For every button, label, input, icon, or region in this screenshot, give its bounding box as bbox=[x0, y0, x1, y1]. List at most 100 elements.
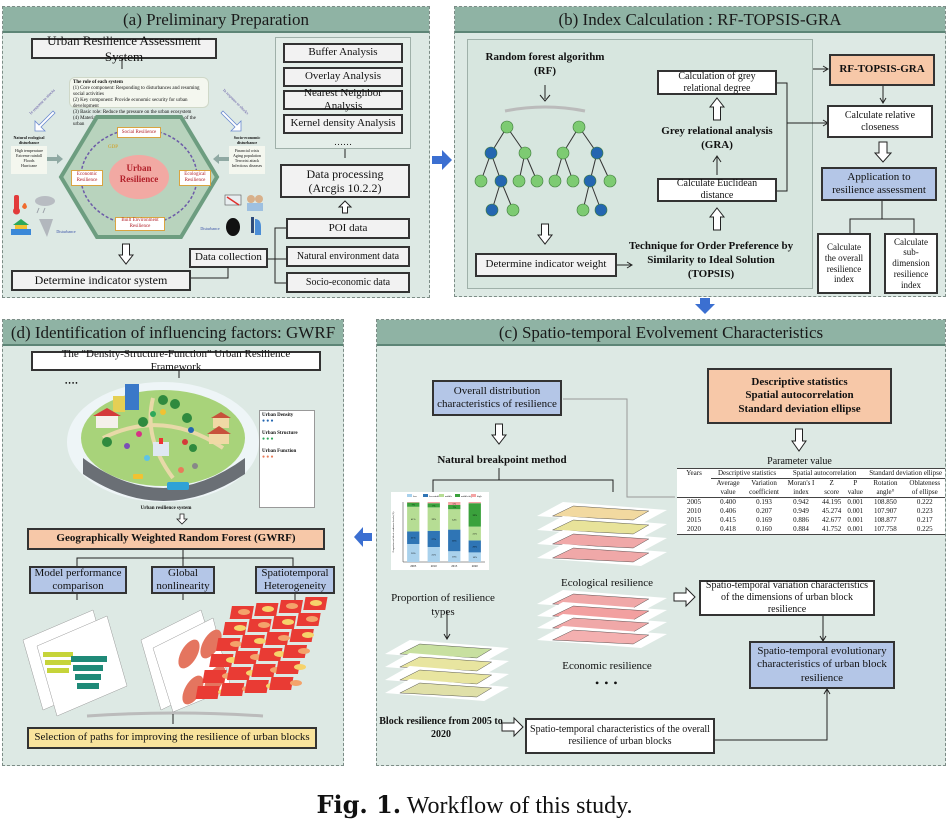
legend-swatch bbox=[423, 494, 428, 497]
caption-text: Workflow of this study. bbox=[406, 793, 633, 819]
legend-urban-structure: Urban Structure bbox=[262, 431, 298, 436]
curved-arrow-icon bbox=[220, 110, 242, 132]
heterogeneity-map-core bbox=[238, 609, 250, 615]
map-shape bbox=[552, 533, 650, 549]
heterogeneity-map-core bbox=[298, 648, 310, 654]
spatiotemporal-heterogeneity-maps bbox=[195, 597, 328, 699]
urban-resilience-system-illustration bbox=[67, 382, 259, 502]
hollow-down-arrow-icon bbox=[117, 243, 135, 265]
natural-environment-data-box: Natural environment data bbox=[286, 246, 410, 267]
heterogeneity-map-cell bbox=[244, 680, 269, 693]
heterogeneity-map-core bbox=[254, 638, 266, 644]
legend-label: low-middle bbox=[429, 495, 441, 498]
heterogeneity-map-cell bbox=[258, 648, 283, 661]
role-of-system-box: The role of each system (1) Core compone… bbox=[69, 77, 209, 127]
bar-data-label: 41% bbox=[411, 518, 416, 521]
ecological-resilience-box: Ecological Resilience bbox=[179, 170, 211, 186]
overall-distribution-box: Overall distribution characteristics of … bbox=[432, 380, 562, 416]
x-tick-label: 2015 bbox=[451, 564, 458, 568]
table-cell: 44.195 bbox=[822, 498, 842, 506]
map-shape bbox=[552, 629, 650, 645]
panel-spatiotemporal: (c) Spatio-temporal Evolvement Character… bbox=[376, 319, 946, 766]
hollow-up-arrow-icon bbox=[708, 97, 726, 121]
table-cell: 0.886 bbox=[793, 516, 809, 524]
disturbance-item: Hurricane bbox=[21, 163, 37, 168]
legend-label: low bbox=[413, 495, 417, 498]
determine-indicator-system-box: Determine indicator system bbox=[11, 270, 191, 291]
bar-data-label: 39% bbox=[472, 514, 477, 517]
table-cell: 108.850 bbox=[874, 498, 897, 506]
economic-resilience-label: Economic resilience bbox=[562, 660, 652, 672]
table-cell: 0.949 bbox=[793, 507, 809, 515]
table-cell: 2020 bbox=[677, 525, 712, 535]
disturbance-item: Extreme rainfall bbox=[15, 153, 43, 158]
bar-data-label: 21% bbox=[411, 537, 416, 540]
table-cell: 0.415 bbox=[720, 516, 736, 524]
bar-segment bbox=[448, 529, 461, 552]
role-item: (3) Basic role: Reduce the pressure on t… bbox=[73, 110, 192, 115]
dimension-variation-box: Spatio-temporal variation characteristic… bbox=[699, 580, 875, 616]
table-cell: 0.217 bbox=[916, 516, 933, 524]
hollow-down-arrow-icon bbox=[873, 141, 893, 163]
heterogeneity-map-cell bbox=[233, 651, 259, 664]
table-cell: 0.001 bbox=[847, 516, 864, 524]
panel-preliminary-preparation: (a) Preliminary Preparation Urban Resili… bbox=[2, 6, 430, 298]
bar-data-label: 16% bbox=[472, 556, 477, 559]
table-cell: 0.222 bbox=[916, 498, 933, 506]
parameter-value-title: Parameter value bbox=[767, 456, 832, 467]
legend-dots: ● ● ● bbox=[262, 437, 274, 442]
bar-segment bbox=[448, 509, 461, 530]
determine-weight-box: Determine indicator weight bbox=[475, 253, 617, 277]
stat-method: Descriptive statistics bbox=[751, 376, 848, 389]
role-heading: The role of each system bbox=[73, 80, 123, 85]
heterogeneity-map-core bbox=[234, 625, 246, 631]
heterogeneity-map-core bbox=[258, 622, 270, 628]
natural-hazard-icons bbox=[11, 195, 55, 237]
role-item: (2) Key component: Provide economic secu… bbox=[73, 98, 188, 109]
rf-title: Random forest algorithm (RF) bbox=[485, 51, 605, 77]
bar-segment bbox=[407, 502, 420, 503]
heterogeneity-map-cell bbox=[195, 686, 220, 699]
table-cell: 0.406 bbox=[720, 507, 736, 515]
heterogeneity-map-core bbox=[278, 635, 290, 641]
table-cell: 0.001 bbox=[847, 507, 864, 515]
topsis-label: Technique for Order Preference by Simila… bbox=[628, 240, 794, 280]
table-cell: 0.193 bbox=[756, 498, 772, 506]
bar-segment bbox=[468, 502, 481, 504]
table-group-header: Spatial autocorrelation bbox=[783, 468, 867, 479]
x-tick-label: 2010 bbox=[431, 564, 438, 568]
flow-arrow-left-icon bbox=[354, 527, 372, 547]
urban-resilience-system-label: Urban resilience system bbox=[140, 506, 192, 511]
gray-arrow-icon bbox=[213, 154, 229, 164]
figure-caption: Fig. 1. Workflow of this study. bbox=[0, 790, 949, 820]
economic-resilience-maps bbox=[537, 590, 667, 648]
table-column-header: Rotation angle° bbox=[866, 478, 905, 498]
table-cell: 108.877 bbox=[874, 516, 897, 524]
hollow-down-arrow-icon bbox=[536, 223, 554, 245]
map-shape bbox=[552, 519, 650, 535]
map-shape bbox=[552, 505, 650, 521]
table-cell: 2010 bbox=[687, 507, 702, 515]
x-tick-label: 2005 bbox=[410, 564, 417, 568]
application-assessment-box: Application to resilience assessment bbox=[821, 167, 937, 201]
bar-data-label: 20% bbox=[472, 545, 477, 548]
hollow-up-arrow-icon bbox=[337, 200, 353, 214]
proportion-label: Proportion of resilience types bbox=[391, 592, 495, 618]
bar-data-label: 7% bbox=[432, 504, 435, 507]
panel-c-connectors bbox=[432, 398, 831, 741]
heterogeneity-map-core bbox=[262, 606, 274, 612]
table-cell: 42.677 bbox=[822, 516, 842, 524]
role-item: (1) Core component: Responding to distur… bbox=[73, 86, 200, 97]
ecological-resilience-maps bbox=[537, 502, 667, 566]
random-forest-trees bbox=[474, 85, 617, 217]
data-collection-box: Data collection bbox=[189, 248, 268, 268]
heterogeneity-map-core bbox=[286, 603, 298, 609]
legend-swatch bbox=[439, 494, 444, 497]
hollow-down-arrow-icon bbox=[791, 428, 807, 452]
heterogeneity-map-cell bbox=[275, 661, 301, 674]
rf-topsis-gra-box: RF-TOPSIS-GRA bbox=[829, 54, 935, 86]
table-group-header: Descriptive statistics bbox=[711, 468, 784, 479]
table-cell: 0.160 bbox=[745, 525, 784, 535]
bar-data-label: 7% bbox=[453, 506, 456, 509]
